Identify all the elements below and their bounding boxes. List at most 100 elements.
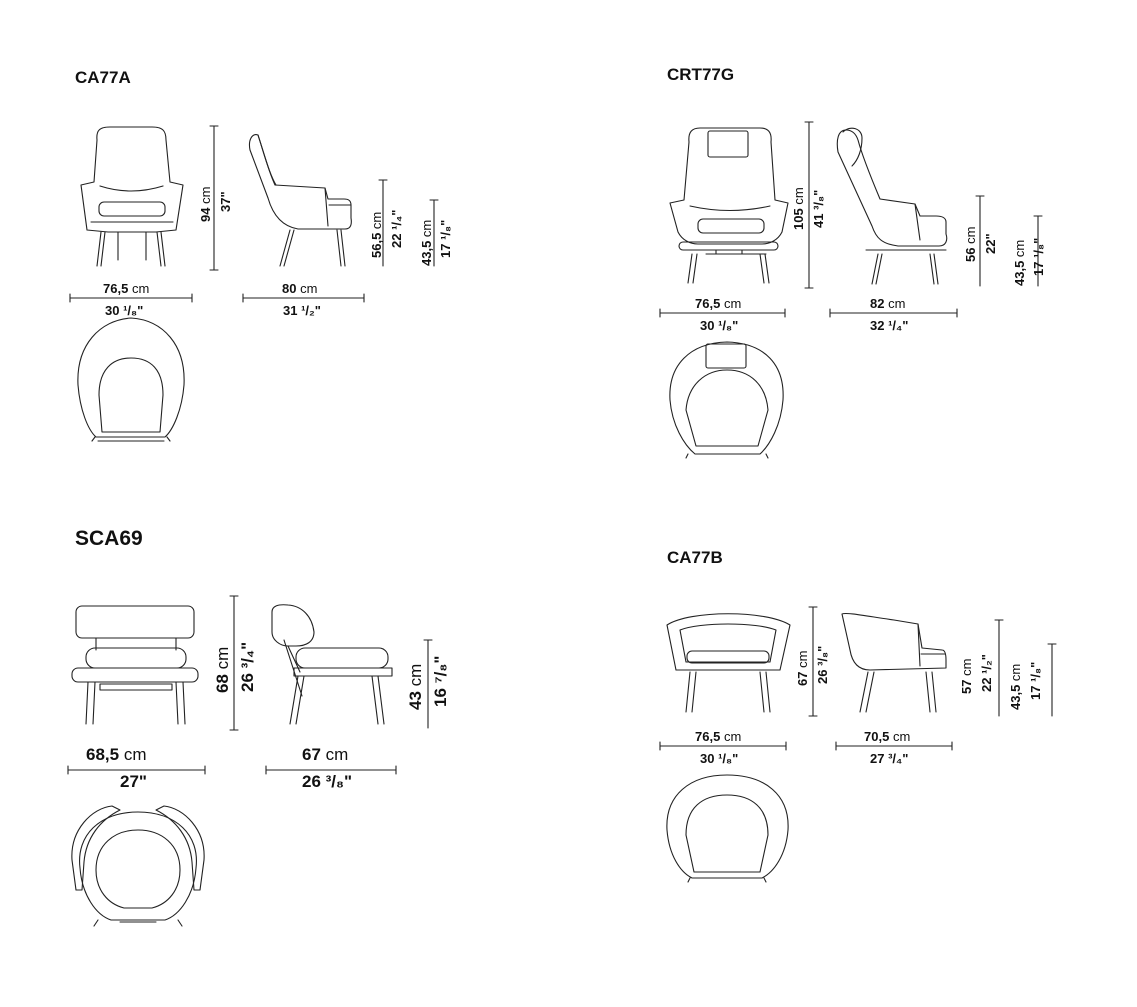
crt77g-width-in-value: 30 ¹/₈" bbox=[700, 318, 739, 333]
ca77a-top-view bbox=[77, 317, 185, 442]
crt77g-seat-height-low-in-value: 17 ¹/₈" bbox=[1031, 237, 1046, 276]
crt77g-seat-height-in: 22" bbox=[983, 233, 998, 254]
sca69-dimension-lines bbox=[67, 595, 433, 775]
sca69-depth-in: 26 ³/₈" bbox=[302, 772, 352, 792]
ca77b-height-in-value: 26 ³/₈" bbox=[815, 645, 830, 684]
crt77g-height-in-value: 41 ³/₈" bbox=[811, 189, 826, 228]
sca69-depth-cm-value: 67 bbox=[302, 745, 321, 764]
model-title-crt77g: CRT77G bbox=[667, 65, 735, 84]
ca77b-height-in: 26 ³/₈" bbox=[815, 646, 830, 684]
ca77a-seat-height-low-in-value: 17 ¹/₈" bbox=[438, 219, 453, 258]
ca77b-depth-in-value: 27 ³/₄" bbox=[870, 751, 909, 766]
sca69-depth-in-value: 26 ³/₈" bbox=[302, 772, 353, 791]
ca77b-width-in: 30 ¹/₈" bbox=[700, 751, 738, 766]
sca69-seat-height-cm: 43 cm bbox=[406, 664, 426, 710]
ca77b-seat-height-cm-value: 57 bbox=[959, 679, 974, 694]
model-title-ca77b: CA77B bbox=[667, 548, 723, 567]
model-title-ca77a: CA77A bbox=[75, 68, 131, 87]
ca77b-seat-height-low-cm-value: 43,5 bbox=[1008, 684, 1023, 710]
sca69-width-in: 27" bbox=[120, 772, 147, 792]
crt77g-seat-height-low-in: 17 ¹/₈" bbox=[1031, 238, 1046, 276]
crt77g-depth-in: 32 ¹/₄" bbox=[870, 318, 908, 333]
ca77a-depth-in: 31 ¹/₂" bbox=[283, 303, 321, 318]
unit-label: cm bbox=[369, 211, 384, 230]
ca77b-width-cm-value: 76,5 bbox=[695, 729, 721, 744]
crt77g-seat-height-low-cm: 43,5 cm bbox=[1012, 240, 1027, 286]
unit-label: cm bbox=[892, 729, 911, 744]
crt77g-dimension-lines bbox=[659, 121, 1043, 318]
crt77g-depth-cm-value: 82 bbox=[870, 296, 885, 311]
crt77g-depth-in-value: 32 ¹/₄" bbox=[870, 318, 909, 333]
ca77a-height-cm: 94 cm bbox=[198, 187, 213, 222]
ca77a-height-in-value: 37" bbox=[218, 191, 233, 212]
ca77b-height-cm: 67 cm bbox=[795, 651, 810, 686]
ca77b-seat-height-low-in-value: 17 ¹/₈" bbox=[1028, 661, 1043, 700]
ca77b-side-view bbox=[841, 612, 947, 713]
crt77g-width-in: 30 ¹/₈" bbox=[700, 318, 738, 333]
crt77g-front-view bbox=[669, 127, 789, 284]
sca69-front-view bbox=[71, 605, 199, 725]
crt77g-height-cm: 105 cm bbox=[791, 187, 806, 230]
unit-label: cm bbox=[959, 658, 974, 676]
unit-label: cm bbox=[213, 646, 232, 670]
ca77a-seat-height-low-in: 17 ¹/₈" bbox=[438, 220, 453, 258]
crt77g-depth-cm: 82 cm bbox=[870, 296, 905, 311]
crt77g-height-in: 41 ³/₈" bbox=[811, 190, 826, 228]
crt77g-side-view bbox=[836, 127, 948, 285]
ca77a-seat-height-low-cm-value: 43,5 bbox=[419, 240, 434, 266]
ca77a-side-view bbox=[248, 134, 352, 267]
unit-label: cm bbox=[723, 729, 742, 744]
model-title-sca69: SCA69 bbox=[75, 527, 143, 550]
ca77b-seat-height-in-value: 22 ¹/₂" bbox=[979, 654, 994, 692]
unit-label: cm bbox=[795, 650, 810, 668]
unit-label: cm bbox=[419, 219, 434, 238]
crt77g-width-cm: 76,5 cm bbox=[695, 296, 741, 311]
sca69-seat-height-in-value: 16 ⁷/₈" bbox=[431, 655, 450, 707]
crt77g-seat-height-cm: 56 cm bbox=[963, 227, 978, 262]
ca77b-seat-height-low-in: 17 ¹/₈" bbox=[1028, 662, 1043, 700]
ca77a-seat-height-low-cm: 43,5 cm bbox=[419, 220, 434, 266]
ca77a-width-cm-value: 76,5 bbox=[103, 281, 129, 296]
ca77b-depth-cm-value: 70,5 bbox=[864, 729, 890, 744]
sca69-height-cm-value: 68 bbox=[213, 674, 232, 693]
sca69-top-view bbox=[71, 805, 205, 927]
unit-label: cm bbox=[791, 187, 806, 205]
sca69-seat-height-in: 16 ⁷/₈" bbox=[431, 656, 451, 707]
ca77b-width-cm: 76,5 cm bbox=[695, 729, 741, 744]
ca77a-depth-in-value: 31 ¹/₂" bbox=[283, 303, 321, 318]
sca69-depth-cm: 67 cm bbox=[302, 745, 348, 765]
unit-label: cm bbox=[963, 226, 978, 244]
sca69-width-cm-value: 68,5 bbox=[86, 745, 120, 764]
ca77a-height-cm-value: 94 bbox=[198, 207, 213, 222]
ca77a-height-in: 37" bbox=[218, 191, 233, 212]
unit-label: cm bbox=[198, 186, 213, 204]
ca77a-front-view bbox=[80, 126, 184, 267]
ca77a-seat-height-in: 22 ¹/₄" bbox=[389, 210, 404, 248]
crt77g-seat-height-low-cm-value: 43,5 bbox=[1012, 260, 1027, 286]
ca77a-width-in-value: 30 ¹/₈" bbox=[105, 303, 144, 318]
unit-label: cm bbox=[888, 296, 906, 311]
sca69-seat-height-cm-value: 43 bbox=[406, 691, 425, 710]
ca77a-depth-cm: 80 cm bbox=[282, 281, 317, 296]
ca77b-depth-cm: 70,5 cm bbox=[864, 729, 910, 744]
ca77b-front-view bbox=[666, 613, 791, 713]
unit-label: cm bbox=[300, 281, 318, 296]
unit-label: cm bbox=[325, 745, 349, 764]
unit-label: cm bbox=[131, 281, 150, 296]
unit-label: cm bbox=[1008, 663, 1023, 682]
ca77b-top-view bbox=[666, 774, 789, 883]
crt77g-seat-height-cm-value: 56 bbox=[963, 247, 978, 262]
sca69-width-cm: 68,5 cm bbox=[86, 745, 147, 765]
ca77a-depth-cm-value: 80 bbox=[282, 281, 297, 296]
unit-label: cm bbox=[1012, 239, 1027, 258]
sca69-height-cm: 68 cm bbox=[213, 647, 233, 693]
ca77b-seat-height-in: 22 ¹/₂" bbox=[979, 654, 994, 692]
sca69-width-in-value: 27" bbox=[120, 772, 147, 791]
ca77b-seat-height-cm: 57 cm bbox=[959, 659, 974, 694]
ca77a-width-cm: 76,5 cm bbox=[103, 281, 149, 296]
unit-label: cm bbox=[123, 745, 147, 764]
ca77b-height-cm-value: 67 bbox=[795, 671, 810, 686]
sca69-height-in: 26 ³/₄" bbox=[238, 642, 258, 692]
ca77b-width-in-value: 30 ¹/₈" bbox=[700, 751, 739, 766]
